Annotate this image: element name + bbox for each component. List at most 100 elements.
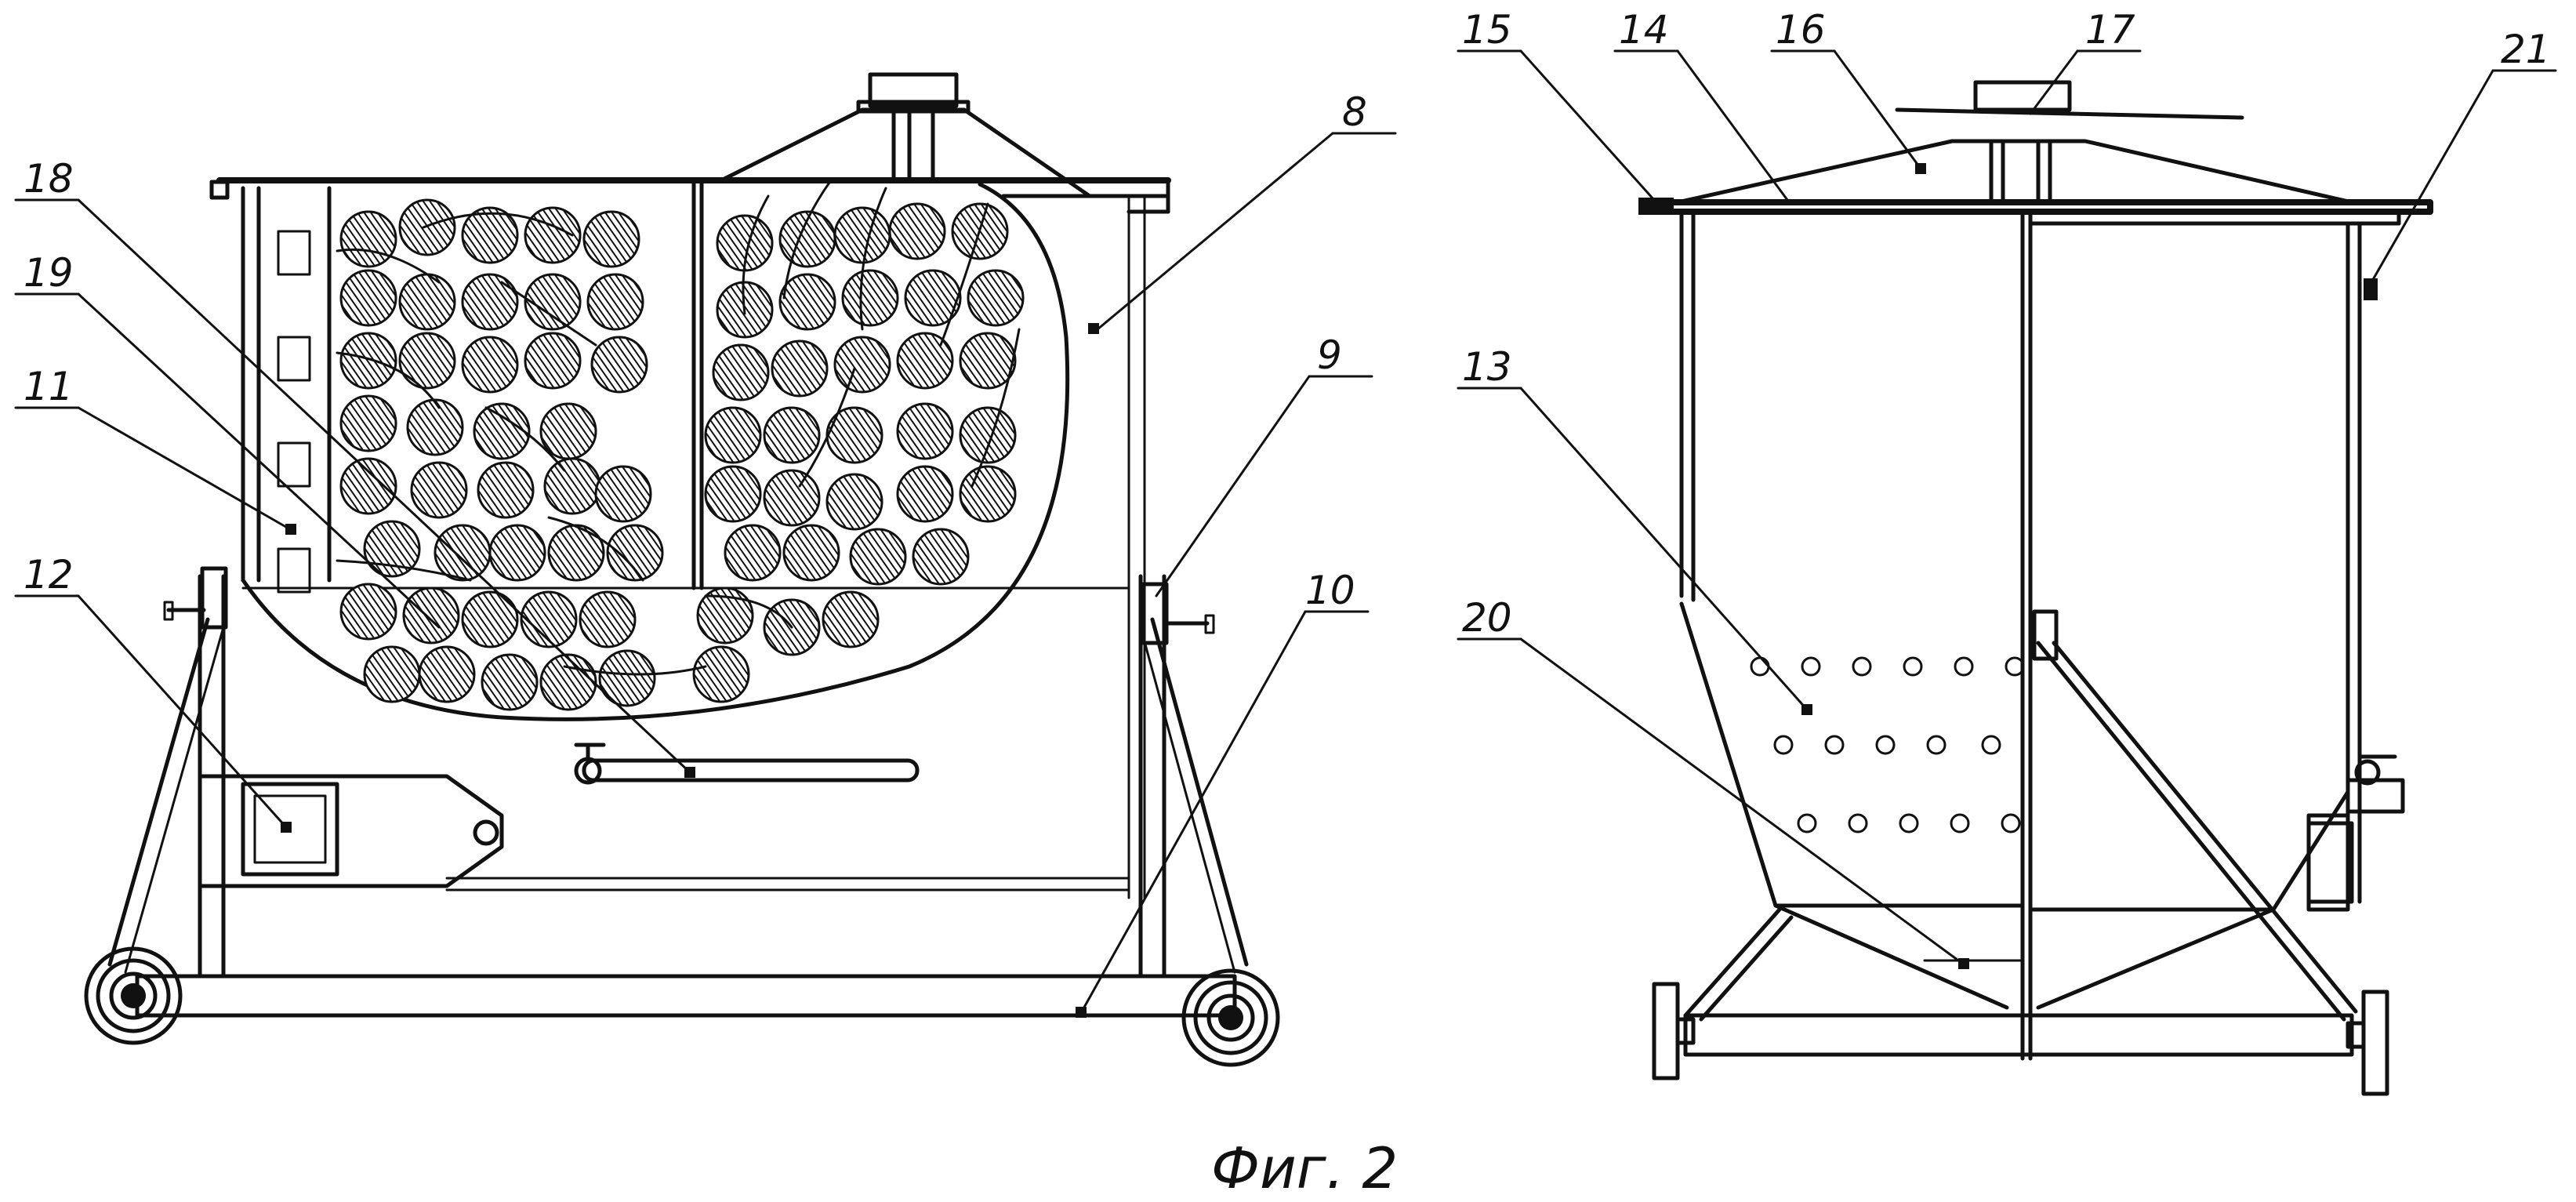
grinding-ball <box>586 273 644 331</box>
grinding-ball <box>778 273 836 331</box>
perforation-hole <box>1750 656 1770 677</box>
grinding-ball <box>724 524 782 582</box>
grinding-ball <box>825 473 883 531</box>
grinding-balls <box>339 198 1025 711</box>
right-view <box>1457 49 2557 1096</box>
base-frame-right <box>1683 609 2358 1057</box>
left-leaders <box>14 132 1397 1018</box>
grinding-ball <box>473 402 531 460</box>
side-bracket <box>2364 278 2378 300</box>
grinding-ball <box>959 465 1017 523</box>
grinding-ball <box>524 332 582 390</box>
grinding-ball <box>825 406 883 464</box>
sieve-panels <box>277 230 311 594</box>
right-leaders <box>1457 49 2557 969</box>
grinding-ball <box>696 586 754 645</box>
drum-housing <box>209 177 1171 899</box>
perforation-hole <box>2001 813 2021 833</box>
grinding-ball <box>543 457 601 515</box>
grinding-ball <box>461 590 519 648</box>
grinding-ball <box>833 206 891 264</box>
grinding-ball <box>477 461 535 519</box>
label-20: 20 <box>1462 595 1512 641</box>
wheel-right <box>1181 968 1280 1067</box>
grinding-ball <box>912 528 970 586</box>
wheel-right-view-right <box>2346 990 2389 1096</box>
grinding-ball <box>712 343 770 401</box>
grinding-ball <box>904 269 962 327</box>
grinding-ball <box>833 336 891 394</box>
wheel-right-view-left <box>1652 982 1696 1080</box>
wheel-left <box>84 946 183 1045</box>
grinding-ball <box>598 649 656 707</box>
grinding-ball <box>967 269 1025 327</box>
drain-pipe <box>574 743 920 785</box>
label-9: 9 <box>1317 332 1342 378</box>
grinding-ball <box>771 340 829 398</box>
grinding-ball <box>418 645 476 703</box>
ball-trajectories <box>336 179 1021 676</box>
grinding-ball <box>822 590 880 648</box>
perforation-hole <box>1954 656 1974 677</box>
perforation-hole <box>1875 735 1896 755</box>
label-21: 21 <box>2501 27 2551 72</box>
callout-labels: 8 9 10 11 12 18 19 13 14 15 16 17 20 21 <box>24 7 2551 641</box>
label-13: 13 <box>1462 344 1512 390</box>
grinding-ball <box>398 332 456 390</box>
grinding-ball <box>339 332 397 390</box>
clamp-left <box>163 566 228 630</box>
grinding-ball <box>398 273 456 331</box>
grinding-ball <box>606 524 664 582</box>
grinding-ball <box>849 528 907 586</box>
grinding-ball <box>594 465 652 523</box>
perforation-hole <box>1899 813 1919 833</box>
label-12: 12 <box>24 552 74 597</box>
grinding-ball <box>579 590 637 648</box>
grinding-ball <box>763 406 821 464</box>
label-14: 14 <box>1619 7 1669 53</box>
grinding-ball <box>339 457 397 515</box>
label-15: 15 <box>1462 7 1512 53</box>
grinding-ball <box>539 653 597 711</box>
perforation-hole <box>1848 813 1868 833</box>
grinding-ball <box>339 210 397 268</box>
grinding-ball <box>461 206 519 264</box>
grinding-ball <box>434 524 492 582</box>
grinding-ball <box>841 269 899 327</box>
grinding-ball <box>959 406 1017 464</box>
perforation-hole <box>1797 813 1817 833</box>
grinding-ball <box>398 198 456 256</box>
grinding-ball <box>888 202 946 260</box>
grinding-ball <box>692 645 750 703</box>
grinding-ball <box>704 465 762 523</box>
top-plate <box>1638 80 2433 226</box>
grinding-ball <box>524 273 582 331</box>
grinding-ball <box>704 406 762 464</box>
label-18: 18 <box>24 156 74 202</box>
label-16: 16 <box>1776 7 1826 53</box>
label-17: 17 <box>2085 7 2135 53</box>
grinding-ball <box>896 465 954 523</box>
perforation-hole <box>1903 656 1923 677</box>
left-view <box>14 72 1397 1067</box>
hopper-body <box>1679 209 2362 1061</box>
perforation-hole <box>1773 735 1794 755</box>
grinding-ball <box>461 273 519 331</box>
grinding-ball <box>363 520 421 578</box>
label-8: 8 <box>1342 89 1367 135</box>
perforation-hole <box>1981 735 2001 755</box>
perforation-hole <box>1824 735 1845 755</box>
grinding-ball <box>520 590 578 648</box>
label-11: 11 <box>24 364 74 409</box>
grinding-ball <box>582 210 640 268</box>
grinding-ball <box>339 583 397 641</box>
top-cap <box>719 72 1092 198</box>
grinding-ball <box>339 394 397 452</box>
grinding-ball <box>461 336 519 394</box>
label-19: 19 <box>24 250 74 296</box>
perforation-hole <box>1950 813 1970 833</box>
motor-side <box>2306 754 2405 912</box>
motor-housing <box>198 774 504 888</box>
grinding-ball <box>896 402 954 460</box>
